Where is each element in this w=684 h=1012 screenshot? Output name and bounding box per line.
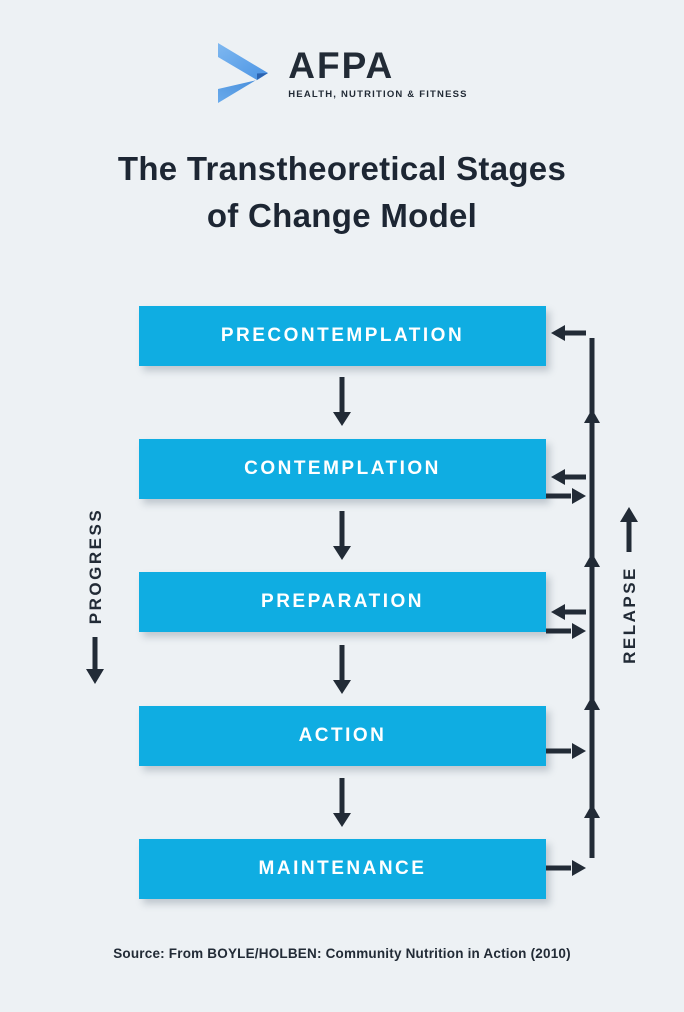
stage-box-maintenance: MAINTENANCE: [139, 839, 546, 899]
stage-label: PRECONTEMPLATION: [220, 325, 465, 346]
stage-box-action: ACTION: [139, 706, 546, 766]
stage-box-preparation: PREPARATION: [139, 572, 546, 632]
flow-down-arrow-2: [333, 511, 351, 560]
stage-label: ACTION: [298, 725, 387, 746]
stage-in-arrow-preparation: [551, 604, 586, 620]
stage-label: MAINTENANCE: [258, 858, 427, 879]
stage-out-arrow-maintenance: [546, 860, 586, 876]
relapse-direction-arrow: [620, 507, 638, 552]
page-title: The Transtheoretical Stages of Change Mo…: [0, 146, 684, 240]
stage-label: CONTEMPLATION: [244, 458, 441, 479]
stage-box-precontemplation: PRECONTEMPLATION: [139, 306, 546, 366]
title-line-1: The Transtheoretical Stages: [117, 150, 567, 187]
stage-in-arrow-precontemplation: [551, 325, 586, 341]
stage-box-contemplation: CONTEMPLATION: [139, 439, 546, 499]
flow-down-arrow-3: [333, 645, 351, 694]
stage-out-arrow-contemplation: [546, 488, 586, 504]
stage-out-arrow-action: [546, 743, 586, 759]
flow-down-arrow-4: [333, 778, 351, 827]
brand-tagline: HEALTH, NUTRITION & FITNESS: [288, 88, 468, 100]
logo-text: AFPA HEALTH, NUTRITION & FITNESS: [288, 47, 467, 100]
relapse-line: [584, 338, 600, 858]
logo: AFPA HEALTH, NUTRITION & FITNESS: [0, 42, 684, 104]
source-citation: Source: From BOYLE/HOLBEN: Community Nut…: [113, 946, 571, 961]
brand-name: AFPA: [288, 44, 395, 86]
stage-in-arrow-contemplation: [551, 469, 586, 485]
afpa-chevron-icon: [218, 43, 269, 103]
stage-out-arrow-preparation: [546, 623, 586, 639]
flow-down-arrow-1: [333, 377, 351, 426]
stage-label: PREPARATION: [261, 591, 424, 612]
title-line-2: of Change Model: [206, 196, 478, 234]
progress-direction-arrow: [86, 637, 104, 684]
